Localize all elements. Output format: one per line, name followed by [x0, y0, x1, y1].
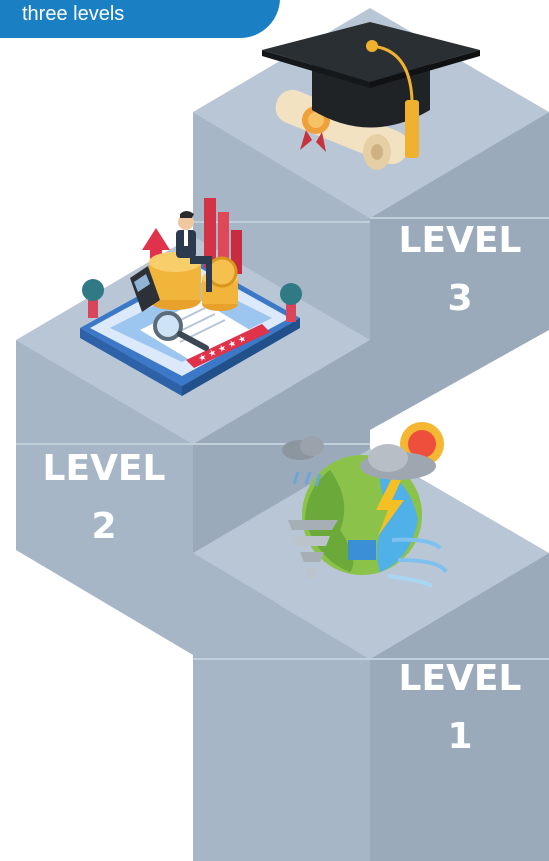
level-1-label: LEVEL 1 — [374, 650, 546, 766]
planet-weather-icon — [282, 422, 448, 588]
level-3-label: LEVEL 3 — [374, 212, 546, 328]
header-tag: three levels — [0, 0, 280, 38]
level-1-word: LEVEL — [398, 658, 522, 699]
level-3-number: 3 — [447, 278, 473, 319]
finance-growth-icon: ★ ★ ★ ★ ★ — [80, 198, 302, 396]
level-1-number: 1 — [447, 716, 473, 757]
graduation-cap-icon — [262, 22, 480, 170]
level-2-word: LEVEL — [42, 448, 166, 489]
header-tag-text: three levels — [22, 3, 125, 25]
level-2-label: LEVEL 2 — [18, 440, 190, 556]
level-3-word: LEVEL — [398, 220, 522, 261]
level-2-number: 2 — [91, 506, 117, 547]
